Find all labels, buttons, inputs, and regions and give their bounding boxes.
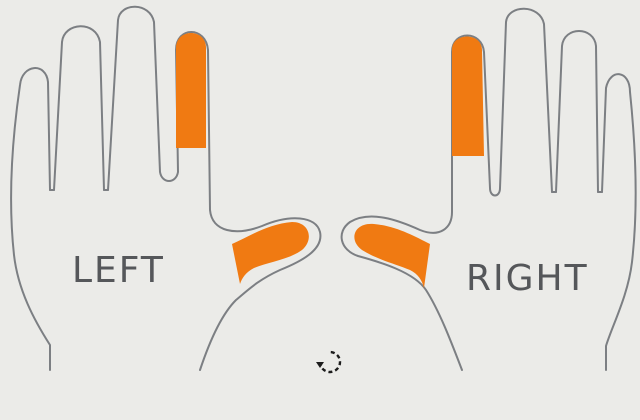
left-thumb[interactable] bbox=[232, 222, 309, 284]
right-hand-outline bbox=[340, 7, 637, 371]
right-hand-label: RIGHT bbox=[466, 258, 589, 299]
rotate-ccw-icon bbox=[316, 350, 342, 374]
right-thumb[interactable] bbox=[354, 223, 430, 288]
left-hand-outline bbox=[10, 5, 322, 371]
right-index-finger[interactable] bbox=[452, 36, 484, 157]
left-index-finger[interactable] bbox=[176, 33, 206, 148]
reset-button[interactable] bbox=[308, 340, 352, 384]
left-hand-label: LEFT bbox=[72, 250, 165, 291]
